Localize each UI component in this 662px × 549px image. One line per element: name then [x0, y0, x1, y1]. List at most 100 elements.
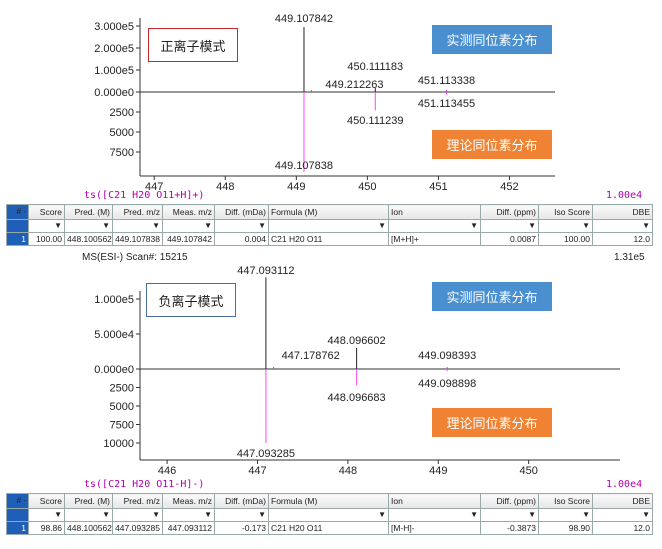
- theoretical-peak-label: 450.111239: [347, 115, 403, 127]
- cell-score: 98.86: [28, 521, 65, 535]
- filter-dropdown-icon[interactable]: ▼: [388, 219, 481, 233]
- bottom-mass-spectrum: 1.000e55.000e40.000e02500500075001000044…: [94, 265, 620, 477]
- filter-dropdown-icon[interactable]: ▼: [480, 219, 539, 233]
- col-header-diff-ppm[interactable]: Diff. (ppm): [480, 204, 539, 220]
- y-tick-label: 1.000e5: [94, 294, 134, 306]
- col-header-pred-m[interactable]: Pred. (M): [64, 204, 113, 220]
- measured-peak-label: 449.107842: [275, 13, 333, 25]
- cell-iso-score: 100.00: [538, 232, 593, 246]
- filter-index-cell: [6, 219, 29, 233]
- measured-peak-label: 449.098393: [418, 350, 476, 362]
- row-index[interactable]: 1: [6, 521, 29, 535]
- cell-pred-m: 448.100562: [64, 521, 113, 535]
- cell-iso-score: 98.90: [538, 521, 593, 535]
- x-tick-label: 449: [429, 465, 447, 477]
- filter-dropdown-icon[interactable]: ▼: [162, 219, 215, 233]
- measured-peak-label: 451.113338: [418, 75, 475, 87]
- filter-dropdown-icon[interactable]: ▼: [592, 219, 653, 233]
- col-header-pred-mz[interactable]: Pred. m/z: [112, 204, 163, 220]
- theoretical-peak-label: 449.098898: [418, 378, 476, 390]
- row-index[interactable]: 1: [6, 232, 29, 246]
- filter-dropdown-icon[interactable]: ▼: [538, 219, 593, 233]
- col-header-formula[interactable]: Formula (M): [268, 493, 389, 509]
- filter-dropdown-icon[interactable]: ▼: [538, 508, 593, 522]
- filter-dropdown-icon[interactable]: ▼: [214, 508, 269, 522]
- col-header-index[interactable]: # -: [6, 204, 29, 220]
- col-header-formula[interactable]: Formula (M): [268, 204, 389, 220]
- col-header-dbe[interactable]: DBE: [592, 493, 653, 509]
- cell-pred-mz: 447.093285: [112, 521, 163, 535]
- filter-dropdown-icon[interactable]: ▼: [480, 508, 539, 522]
- col-header-meas-mz[interactable]: Meas. m/z: [162, 204, 215, 220]
- top-results-table: # - Score Pred. (M) Pred. m/z Meas. m/z …: [6, 204, 653, 246]
- cell-diff-mda: -0.173: [214, 521, 269, 535]
- col-header-score[interactable]: Score: [28, 493, 65, 509]
- col-header-diff-mda[interactable]: Diff. (mDa): [214, 204, 269, 220]
- col-header-meas-mz[interactable]: Meas. m/z: [162, 493, 215, 509]
- x-tick-label: 448: [339, 465, 357, 477]
- col-header-dbe[interactable]: DBE: [592, 204, 653, 220]
- filter-dropdown-icon[interactable]: ▼: [112, 219, 163, 233]
- actual-isotope-button-top[interactable]: 实测同位素分布: [432, 25, 552, 54]
- col-header-pred-m[interactable]: Pred. (M): [64, 493, 113, 509]
- table-row[interactable]: 1 98.86 448.100562 447.093285 447.093112…: [6, 521, 653, 535]
- filter-dropdown-icon[interactable]: ▼: [28, 219, 65, 233]
- measured-peak-label: 449.212263: [325, 79, 383, 91]
- actual-isotope-button-bottom[interactable]: 实测同位素分布: [432, 282, 552, 311]
- cell-pred-mz: 449.107838: [112, 232, 163, 246]
- filter-dropdown-icon[interactable]: ▼: [162, 508, 215, 522]
- positive-mode-label: 正离子模式: [148, 28, 238, 62]
- top-formula-title: ts([C21 H20 O11+H]+): [84, 190, 205, 201]
- cell-formula: C21 H20 O11: [268, 232, 389, 246]
- x-tick-label: 450: [519, 465, 537, 477]
- bottom-magnitude: 1.00e4: [606, 479, 643, 490]
- table-header-row: # - Score Pred. (M) Pred. m/z Meas. m/z …: [6, 493, 653, 509]
- filter-dropdown-icon[interactable]: ▼: [268, 219, 389, 233]
- col-header-score[interactable]: Score: [28, 204, 65, 220]
- measured-peak-label: 447.093112: [237, 265, 294, 277]
- scan-label: MS(ESI-) Scan#: 15215: [82, 252, 188, 263]
- filter-dropdown-icon[interactable]: ▼: [388, 508, 481, 522]
- cell-dbe: 12.0: [592, 521, 653, 535]
- col-header-iso-score[interactable]: Iso Score: [538, 204, 593, 220]
- cell-ion: [M+H]+: [388, 232, 481, 246]
- filter-dropdown-icon[interactable]: ▼: [28, 508, 65, 522]
- col-header-ion[interactable]: Ion: [388, 493, 481, 509]
- bottom-formula-title: ts([C21 H20 O11-H]-): [84, 479, 205, 490]
- x-tick-label: 447: [145, 181, 163, 193]
- y-tick-label: 5000: [110, 127, 134, 139]
- cell-meas-mz: 449.107842: [162, 232, 215, 246]
- y-tick-label: 7500: [110, 147, 134, 159]
- x-tick-label: 448: [216, 181, 234, 193]
- filter-dropdown-icon[interactable]: ▼: [112, 508, 163, 522]
- filter-dropdown-icon[interactable]: ▼: [64, 508, 113, 522]
- cell-pred-m: 448.100562: [64, 232, 113, 246]
- table-row[interactable]: 1 100.00 448.100562 449.107838 449.10784…: [6, 232, 653, 246]
- theory-isotope-button-top[interactable]: 理论同位素分布: [432, 130, 552, 159]
- col-header-iso-score[interactable]: Iso Score: [538, 493, 593, 509]
- filter-dropdown-icon[interactable]: ▼: [268, 508, 389, 522]
- negative-mode-label: 负离子模式: [146, 283, 236, 317]
- cell-diff-ppm: 0.0087: [480, 232, 539, 246]
- y-tick-label: 0.000e0: [94, 87, 134, 99]
- y-tick-label: 7500: [110, 420, 134, 432]
- col-header-index[interactable]: # -: [6, 493, 29, 509]
- y-tick-label: 3.000e5: [94, 21, 134, 33]
- filter-index-cell: [6, 508, 29, 522]
- col-header-diff-mda[interactable]: Diff. (mDa): [214, 493, 269, 509]
- theory-isotope-button-bottom[interactable]: 理论同位素分布: [432, 408, 552, 437]
- filter-dropdown-icon[interactable]: ▼: [64, 219, 113, 233]
- measured-peak-label: 447.178762: [282, 350, 340, 362]
- x-tick-label: 451: [429, 181, 447, 193]
- measured-peak-label: 450.111183: [347, 61, 403, 73]
- col-header-pred-mz[interactable]: Pred. m/z: [112, 493, 163, 509]
- col-header-diff-ppm[interactable]: Diff. (ppm): [480, 493, 539, 509]
- theoretical-peak-label: 451.113455: [418, 98, 475, 110]
- x-tick-label: 447: [248, 465, 266, 477]
- filter-dropdown-icon[interactable]: ▼: [214, 219, 269, 233]
- cell-dbe: 12.0: [592, 232, 653, 246]
- filter-dropdown-icon[interactable]: ▼: [592, 508, 653, 522]
- col-header-ion[interactable]: Ion: [388, 204, 481, 220]
- y-tick-label: 5000: [110, 401, 134, 413]
- x-tick-label: 450: [358, 181, 376, 193]
